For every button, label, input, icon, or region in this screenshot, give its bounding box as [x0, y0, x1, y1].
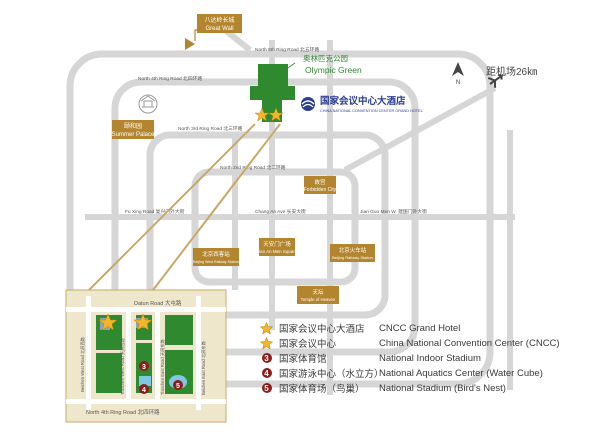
inset-cncc-star	[133, 313, 153, 331]
summer-palace-zh: 颐和园	[124, 122, 142, 130]
north-2nd-ring-label: North 2nd Ring Road 北二环路	[220, 164, 286, 171]
west-station-callout	[193, 248, 239, 266]
star-icon	[260, 336, 273, 350]
legend-en: National Indoor Stadium	[379, 352, 481, 364]
legend-en: China National Convention Center (CNCC)	[379, 337, 560, 349]
inset-marker-3	[139, 361, 149, 371]
cncc-star-map	[268, 107, 284, 122]
inset-tianchen-east-label: Tianchen East Road 天辰东路	[159, 338, 166, 395]
great-wall-callout	[197, 14, 242, 33]
legend-zh: 国家会议中心大酒店	[279, 324, 365, 335]
airport-expressway	[343, 85, 497, 173]
forbidden-city-en: Forbidden City	[304, 187, 337, 193]
inset-datun-road-label: Datun Road 大屯路	[134, 299, 182, 307]
tiananmen-en: Tian An Men Square	[257, 249, 298, 254]
svg-text:5: 5	[176, 383, 180, 390]
airport-distance-label: 距机场26㎞	[486, 65, 537, 78]
cncc-grand-hotel-star-map	[254, 107, 270, 122]
legend-item-water-cube: 4 国家游泳中心（水立方） National Aquatics Center (…	[260, 366, 543, 380]
hotel-logo-zh: 国家会议中心大酒店	[320, 95, 406, 107]
inset-marker-4	[139, 384, 149, 394]
svg-text:4: 4	[142, 387, 146, 394]
inset-north-4th-ring-label: North 4th Ring Road 北四环路	[86, 408, 160, 416]
railway-station-callout	[330, 244, 375, 262]
legend-en: National Stadium (Bird's Nest)	[379, 382, 506, 394]
tiananmen-callout	[259, 238, 295, 256]
star-icon	[260, 321, 273, 335]
railway-station-en: Beijing Railway Station	[332, 255, 373, 260]
airplane-icon	[487, 73, 504, 88]
railway-station-zh: 北京火车站	[339, 246, 367, 254]
forbidden-city-zh: 故宫	[314, 178, 326, 186]
tiananmen-zh: 天安门广场	[263, 240, 291, 248]
temple-of-heaven-zh: 天坛	[312, 289, 324, 296]
marker-4-icon: 4	[261, 368, 272, 378]
zoom-indicator-lines	[84, 123, 281, 295]
legend-zh: 国家体育场（鸟巢）	[279, 384, 365, 395]
marker-3-icon: 3	[261, 353, 272, 363]
summer-palace	[138, 94, 158, 114]
legend-item-birds-nest: 5 国家体育场（鸟巢） National Stadium (Bird's Nes…	[260, 381, 506, 395]
north-3rd-ring-road	[146, 131, 389, 319]
temple-of-heaven-callout	[297, 286, 339, 304]
legend-en: National Aquatics Center (Water Cube)	[379, 367, 543, 379]
west-station-zh: 北京西客站	[202, 250, 230, 258]
cncc-hotel-logo: 国家会议中心大酒店 CHINA NATIONAL CONVENTION CENT…	[301, 95, 423, 113]
inset-cncc-grand-hotel-star	[98, 313, 118, 331]
jianguomen-label: Jian Guo Men W. 建国门外大街	[360, 208, 427, 215]
fu-xing-road-label: Fu Xing Road 复兴门外大街	[125, 208, 185, 215]
summer-palace-callout	[112, 120, 154, 139]
legend-zh: 国家会议中心	[279, 339, 337, 350]
inset-marker-5	[173, 380, 183, 390]
marker-5-icon: 5	[261, 383, 272, 393]
olympic-green-en: Olympic Green	[305, 65, 362, 75]
olympic-green-zh: 奥林匹克公园	[303, 53, 348, 63]
north-3rd-ring-label: North 3rd Ring Road 北三环路	[178, 125, 243, 132]
summer-palace-en: Summer Palace	[112, 132, 155, 138]
great-wall-en: Great Wall	[205, 26, 233, 32]
inset-beichen-west-label: Beichen West Road 北辰西路	[79, 336, 86, 392]
great-wall-zh: 八达岭长城	[204, 16, 234, 24]
legend-item-cncc: 国家会议中心 China National Convention Center …	[260, 336, 560, 350]
inset-map: 3 4 5 Datun Road 大屯路 North 4th Ring Road…	[65, 289, 227, 423]
legend-zh: 国家体育馆	[279, 354, 327, 365]
temple-of-heaven-en: Temple of Heaven	[301, 297, 336, 302]
west-station-en: Beijing West Railway Station	[193, 260, 239, 264]
legend-item-national-indoor-stadium: 3 国家体育馆 National Indoor Stadium	[260, 351, 481, 365]
great-wall-pointer	[185, 38, 195, 50]
north-4th-ring-label: North 4th Ring Road 北四环路	[138, 75, 202, 82]
forbidden-city-callout	[304, 176, 336, 194]
svg-text:3: 3	[142, 364, 146, 371]
inset-tianchen-west-label: Tianchen West Road 天辰西路	[119, 337, 126, 395]
changan-ave-label: Chang An Ave 长安大街	[255, 208, 306, 215]
north-5th-ring-label: North 5th Ring Road 北五环路	[255, 46, 319, 53]
north-arrow: N	[452, 62, 464, 86]
legend-item-cncc-grand-hotel: 国家会议中心大酒店 CNCC Grand Hotel	[260, 321, 460, 335]
inset-beichen-east-label: Beichen East Road 北辰东路	[200, 340, 207, 395]
hotel-logo-en: CHINA NATIONAL CONVENTION CENTER GRAND H…	[320, 109, 423, 113]
legend-zh: 国家游泳中心（水立方）	[279, 369, 384, 380]
svg-text:N: N	[456, 80, 460, 86]
jingcheng-road	[223, 27, 252, 53]
legend-en: CNCC Grand Hotel	[379, 322, 461, 334]
